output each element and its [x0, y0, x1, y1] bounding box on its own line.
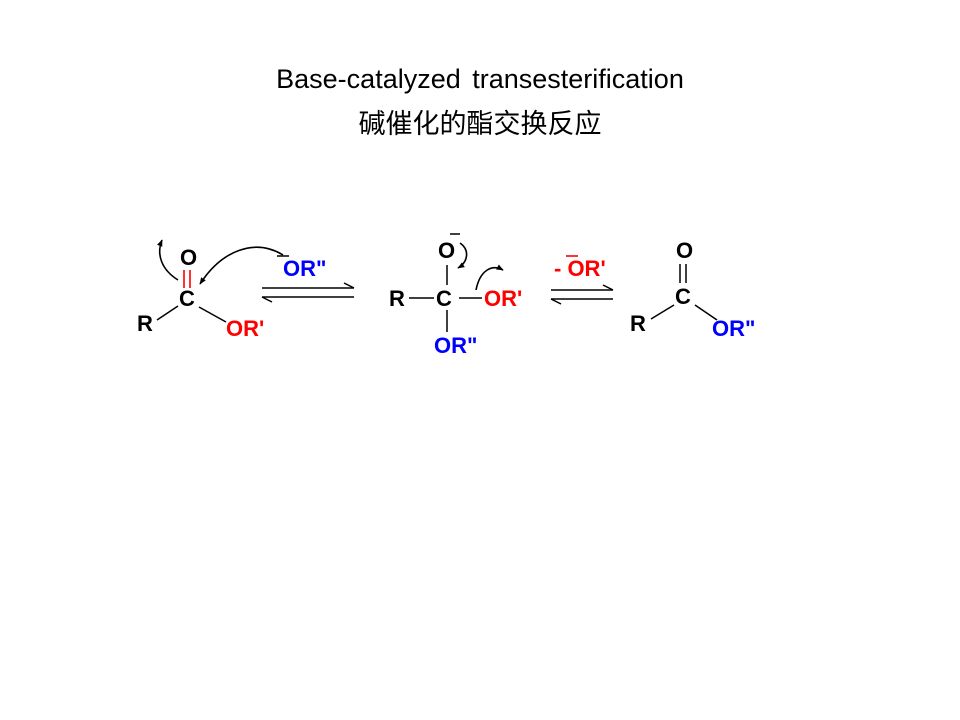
ester-alkoxy-bond	[198, 306, 227, 323]
pi-bond-shift-arrow	[157, 239, 179, 281]
ester-structure: O C R OR'	[137, 245, 264, 341]
ester-carbon-label: C	[179, 286, 195, 311]
ester-r-label: R	[137, 311, 153, 336]
equilibrium-arrow-forward-head-1	[343, 282, 355, 289]
product-carbon-label: C	[675, 284, 691, 309]
product-oxygen-label: O	[676, 238, 693, 263]
nucleophile-label: OR"	[283, 256, 326, 281]
tetrahedral-intermediate: O R C OR' OR"	[389, 233, 522, 358]
intermediate-r-label: R	[389, 286, 405, 311]
product-ester-structure: O C R OR"	[630, 238, 755, 341]
product-alkoxy-label: OR"	[712, 316, 755, 341]
product-r-bond	[650, 304, 675, 320]
intermediate-oxygen-label: O	[438, 238, 455, 263]
pi-bond-reform-arrow	[457, 242, 468, 269]
leaving-group-arrow	[475, 264, 504, 291]
ester-r-bond	[156, 305, 179, 321]
intermediate-new-alkoxy-label: OR"	[434, 333, 477, 358]
ester-alkoxy-label: OR'	[226, 316, 264, 341]
equilibrium-arrow-reverse-head-1	[261, 296, 273, 303]
intermediate-carbon-label: C	[436, 286, 452, 311]
title-chinese: 碱催化的酯交换反应	[358, 109, 602, 140]
product-alkoxy-bond	[694, 304, 718, 321]
nucleophilic-attack-arrow	[199, 246, 284, 285]
leaving-group-label: - OR'	[554, 256, 606, 281]
intermediate-leaving-alkoxy-label: OR'	[484, 286, 522, 311]
equilibrium-arrow-reverse-head-2	[550, 298, 562, 305]
ester-oxygen-label: O	[180, 245, 197, 270]
equilibrium-arrow-forward-head-2	[602, 284, 614, 291]
title-english: Base-catalyzed transesterification	[276, 64, 684, 94]
product-r-label: R	[630, 311, 646, 336]
